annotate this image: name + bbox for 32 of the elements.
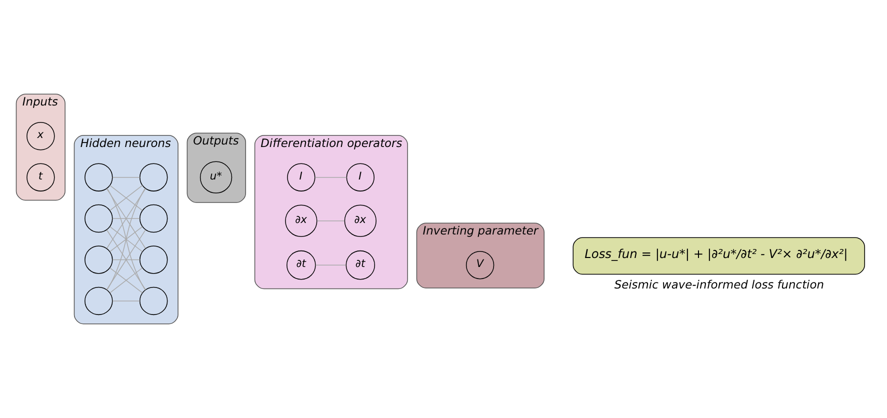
node-circle	[84, 204, 113, 233]
node-circle	[140, 204, 168, 233]
node-circle: ∂x	[285, 204, 318, 237]
connector	[106, 230, 146, 290]
node-circle	[84, 286, 113, 316]
connector	[315, 264, 346, 266]
connector	[110, 226, 143, 252]
connector	[112, 218, 140, 219]
node-circle: t	[26, 163, 55, 192]
node-circle: x	[26, 122, 55, 150]
node-circle: u*	[200, 161, 232, 194]
connector	[110, 185, 143, 211]
node-circle	[84, 246, 113, 274]
connector	[112, 259, 140, 260]
cluster: Hidden neurons	[74, 134, 178, 324]
node-circle: V	[466, 250, 494, 280]
connector	[112, 176, 140, 178]
connector	[106, 188, 146, 249]
node-circle: ∂t	[286, 250, 316, 280]
node-circle: ∂t	[346, 250, 376, 280]
node-label: Seismic wave-informed loss function	[614, 278, 824, 292]
connector	[112, 300, 140, 302]
node-circle	[140, 246, 168, 274]
node-circle	[84, 163, 113, 192]
node-circle	[140, 286, 168, 316]
node-circle: I	[287, 163, 316, 192]
connector	[314, 176, 347, 178]
node-circle: I	[346, 163, 375, 192]
node-circle: ∂x	[344, 204, 376, 237]
node-circle	[140, 163, 168, 192]
connector	[106, 188, 146, 290]
connector	[316, 220, 345, 222]
